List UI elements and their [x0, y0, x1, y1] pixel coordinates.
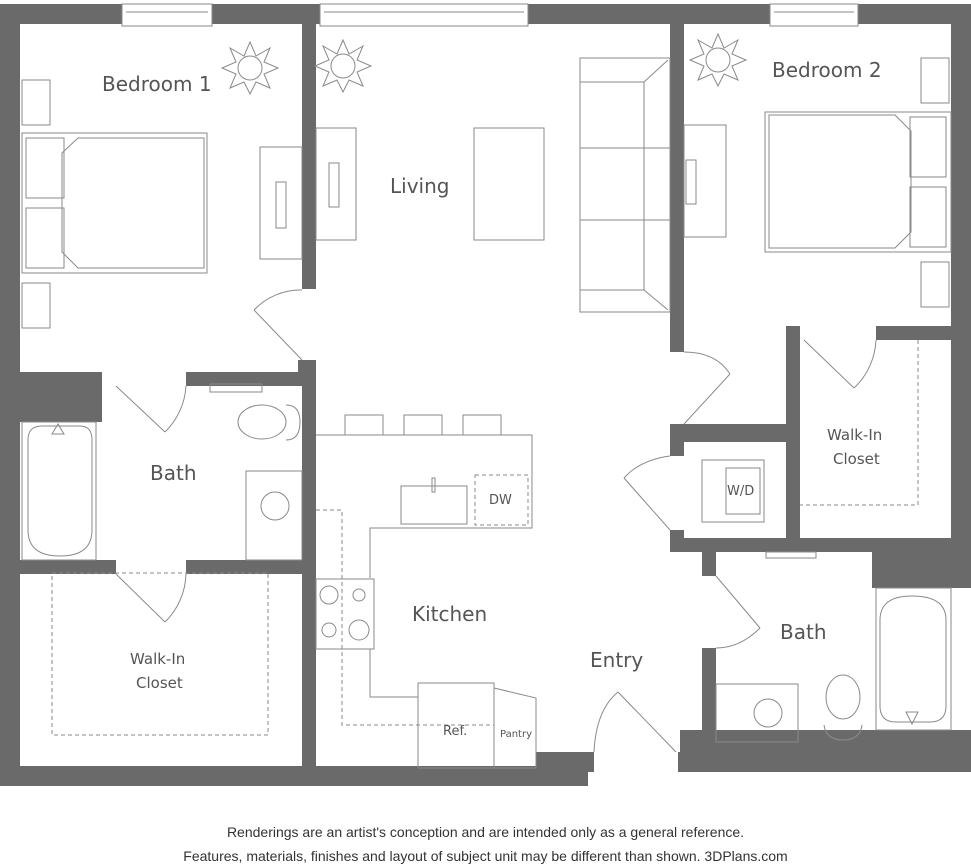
room-label-walk-in-closet-1-line1: Walk-In	[130, 650, 186, 668]
furniture	[21, 57, 952, 769]
room-label-walk-in-closet-2-line2: Closet	[833, 450, 880, 468]
room-label-bedroom-2: Bedroom 2	[772, 58, 882, 82]
cooktop	[315, 578, 375, 650]
dishwasher-label: DW	[489, 493, 512, 508]
disclaimer-line-2: Features, materials, finishes and layout…	[183, 848, 788, 864]
room-label-living: Living	[390, 174, 450, 198]
sofa	[579, 57, 671, 313]
stool-3	[462, 414, 502, 436]
tv-stand-2	[683, 124, 727, 238]
plant-icon	[313, 38, 373, 94]
stool-2	[403, 414, 443, 436]
nightstand-2a	[920, 57, 950, 104]
bed-2	[764, 111, 952, 253]
plant-icon	[220, 40, 280, 96]
sink-1	[260, 491, 290, 521]
bathtub-2	[879, 595, 947, 723]
doors	[115, 289, 877, 753]
nightstand-2b	[920, 261, 950, 308]
kitchen-sink	[400, 485, 468, 525]
floor-plan-drawing	[0, 3, 971, 786]
sink-2	[753, 698, 783, 728]
closet-1-shelf	[51, 572, 269, 736]
nightstand-1b	[21, 282, 51, 329]
plants	[220, 32, 748, 96]
tv-stand-living	[315, 127, 357, 241]
room-label-bath-2: Bath	[780, 620, 827, 644]
room-label-walk-in-closet-1-line2: Closet	[136, 674, 183, 692]
walls	[0, 4, 971, 786]
nightstand-1a	[21, 79, 51, 126]
dishwasher-outline	[474, 474, 529, 526]
stool-1	[344, 414, 384, 436]
room-label-entry: Entry	[590, 648, 644, 672]
room-label-kitchen: Kitchen	[412, 602, 488, 626]
vanity-2	[715, 683, 799, 743]
washer-dryer-label: W/D	[727, 484, 755, 499]
room-label-walk-in-closet-2-line1: Walk-In	[827, 426, 883, 444]
room-label-bath-1: Bath	[150, 461, 197, 485]
pantry-label: Pantry	[500, 729, 532, 740]
tv-stand-1	[259, 146, 303, 260]
kitchen-counter	[316, 434, 533, 578]
refrigerator-label: Ref.	[443, 724, 468, 739]
washer-dryer	[701, 459, 765, 523]
vanity-1	[245, 470, 303, 561]
windows	[121, 3, 859, 559]
bed-1	[21, 132, 208, 274]
plant-icon	[688, 32, 748, 88]
room-label-bedroom-1: Bedroom 1	[102, 72, 212, 96]
disclaimer-line-1: Renderings are an artist's conception an…	[226, 824, 745, 840]
pantry-outline	[493, 687, 537, 769]
floor-plan: Bedroom 1 Living Bedroom 2 Bath Walk-In …	[0, 3, 971, 786]
bathtub-1	[27, 425, 93, 557]
toilet-1	[237, 404, 287, 440]
coffee-table	[473, 127, 545, 241]
toilet-2	[825, 674, 861, 720]
